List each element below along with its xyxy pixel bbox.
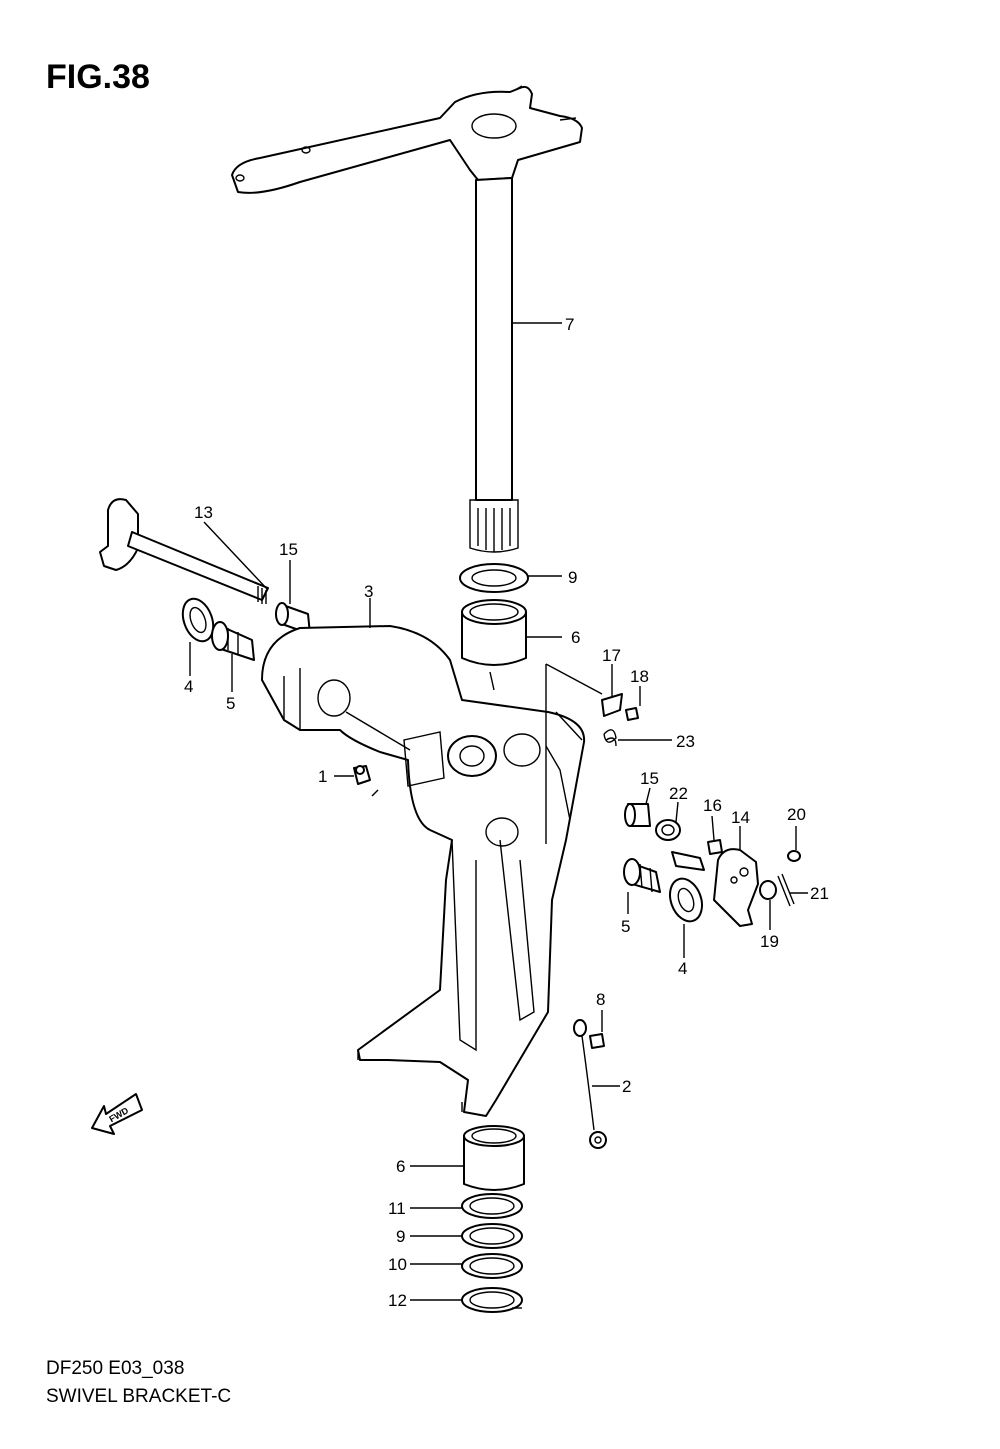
callout-15-right: 15 [640, 769, 659, 788]
section-name: SWIVEL BRACKET-C [46, 1386, 232, 1407]
callout-21: 21 [810, 884, 829, 903]
ground-wire-part [573, 1019, 607, 1149]
leader-lines [189, 322, 808, 1301]
callout-5-left: 5 [226, 694, 235, 713]
callout-6-upper: 6 [571, 628, 580, 647]
upper-washer-part [459, 563, 529, 593]
callout-23: 23 [676, 732, 695, 751]
callout-3: 3 [364, 582, 373, 601]
upper-bushing-part [461, 599, 527, 666]
callout-labels: 7 13 15 3 9 6 4 5 17 18 23 1 15 22 16 14… [184, 315, 829, 1310]
lower-bushing-part [463, 1125, 525, 1191]
callout-7: 7 [565, 315, 574, 334]
callout-12: 12 [388, 1291, 407, 1310]
grease-nipple-part [353, 765, 371, 785]
callout-11: 11 [388, 1199, 406, 1218]
bolt-18-part [625, 707, 639, 721]
callout-17: 17 [602, 646, 621, 665]
callout-13: 13 [194, 503, 213, 522]
steering-shaft-part [231, 85, 583, 553]
right-washer-part [669, 877, 703, 923]
callout-16: 16 [703, 796, 722, 815]
callout-2: 2 [622, 1077, 631, 1096]
nut-19-part [759, 880, 777, 900]
fwd-arrow-icon: FWD [91, 1093, 143, 1135]
lever-part [713, 848, 759, 927]
callout-20: 20 [787, 805, 806, 824]
tilt-shaft-part [99, 498, 269, 604]
callout-18: 18 [630, 667, 649, 686]
pin-16-part [671, 839, 723, 871]
callout-4-right: 4 [678, 959, 687, 978]
callout-9-upper: 9 [568, 568, 577, 587]
left-seal-part [211, 621, 255, 661]
bolt-8-part [589, 1033, 605, 1049]
callout-15-left: 15 [279, 540, 298, 559]
clip-part [601, 693, 623, 717]
snap-ring-12-part [461, 1287, 523, 1313]
callout-8: 8 [596, 990, 605, 1009]
washer-20-part [787, 850, 801, 862]
spring-22-part [655, 819, 681, 841]
swivel-bracket-part [261, 625, 586, 1117]
washer-10-part [461, 1253, 523, 1279]
left-washer-part [181, 597, 215, 643]
callout-19: 19 [760, 932, 779, 951]
callout-9-lower: 9 [396, 1227, 405, 1246]
callout-4-left: 4 [184, 677, 193, 696]
callout-1: 1 [318, 767, 327, 786]
callout-14: 14 [731, 808, 750, 827]
cotter-pin-21-part [777, 873, 795, 907]
model-code: DF250 E03_038 [46, 1358, 185, 1379]
left-bushing-part [275, 602, 311, 635]
washer-9-lower-part [461, 1223, 523, 1249]
shim-11-part [461, 1193, 523, 1219]
right-bushing-part [624, 803, 651, 827]
callout-22: 22 [669, 784, 688, 803]
spring-part [603, 729, 617, 747]
right-seal-part [623, 858, 661, 893]
callout-5-right: 5 [621, 917, 630, 936]
callout-10: 10 [388, 1255, 407, 1274]
figure-title: FIG.38 [46, 58, 150, 96]
callout-6-lower: 6 [396, 1157, 405, 1176]
